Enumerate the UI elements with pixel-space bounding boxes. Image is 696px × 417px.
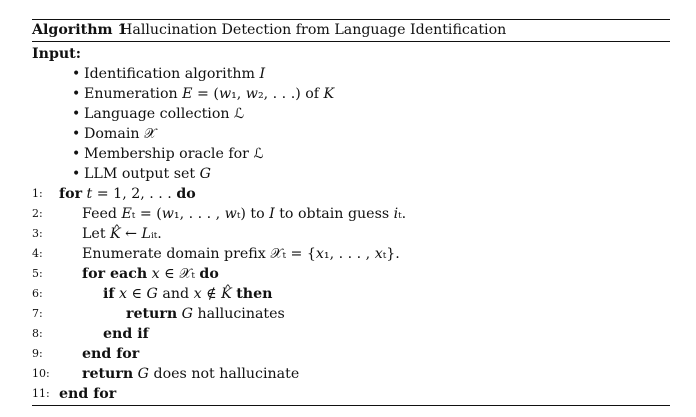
keyword: end if (103, 326, 149, 342)
line-text: Let 𝐾̂ ← 𝐿ᵢₜ. (82, 226, 162, 242)
line-text: Enumerate domain prefix 𝒳ₜ = {𝑥₁, . . . … (82, 246, 400, 262)
keyword: do (199, 266, 219, 282)
keyword: for each (82, 266, 148, 282)
line-text: Feed 𝐸ₜ = (𝑤₁, . . . , 𝑤ₜ) to 𝐼 to obtai… (82, 206, 407, 222)
top-rule (32, 19, 670, 20)
line-number: 5: (32, 267, 43, 280)
caption-rule (32, 41, 670, 42)
line-number: 9: (32, 347, 43, 360)
bullet-icon: • (72, 146, 81, 162)
algorithm-line: 4: Enumerate domain prefix 𝒳ₜ = {𝑥₁, . .… (32, 244, 670, 264)
input-item-text: LLM output set 𝐺 (84, 166, 211, 182)
line-text: 𝑥 ∈ 𝐺 and 𝑥 ∉ 𝐾̂ (114, 286, 237, 302)
algorithm-line: 6: if 𝑥 ∈ 𝐺 and 𝑥 ∉ 𝐾̂ then (32, 284, 670, 304)
bullet-icon: • (72, 66, 81, 82)
input-item-text: Identification algorithm 𝐼 (84, 66, 266, 82)
input-item: • Enumeration 𝐸 = (𝑤₁, 𝑤₂, . . .) of 𝐾 (32, 84, 670, 104)
input-item: • Language collection ℒ (32, 104, 670, 124)
bullet-icon: • (72, 126, 81, 142)
algorithm-line: 10: return 𝐺 does not hallucinate (32, 364, 670, 384)
bottom-rule (32, 405, 670, 406)
line-number: 7: (32, 307, 43, 320)
line-text: 𝑡 = 1, 2, . . . (82, 186, 177, 202)
bullet-icon: • (72, 166, 81, 182)
algorithm-line: 5: for each 𝑥 ∈ 𝒳ₜ do (32, 264, 670, 284)
input-item: • Domain 𝒳 (32, 124, 670, 144)
line-number: 11: (32, 387, 50, 400)
keyword: return (82, 366, 134, 382)
input-item-text: Domain 𝒳 (84, 126, 157, 142)
algorithm-title: Hallucination Detection from Language Id… (120, 22, 507, 38)
keyword: then (236, 286, 273, 302)
input-item-text: Enumeration 𝐸 = (𝑤₁, 𝑤₂, . . .) of 𝐾 (84, 86, 335, 102)
bullet-icon: • (72, 86, 81, 102)
input-item: • LLM output set 𝐺 (32, 164, 670, 184)
algorithm-line: 7: return 𝐺 hallucinates (32, 304, 670, 324)
input-item: • Membership oracle for ℒ (32, 144, 670, 164)
algorithm-line: 8: end if (32, 324, 670, 344)
keyword: end for (59, 386, 117, 402)
line-text: 𝐺 does not hallucinate (133, 366, 300, 382)
algorithm-line: 9: end for (32, 344, 670, 364)
algorithm-line: 11: end for (32, 384, 670, 404)
algorithm-line: 1: for 𝑡 = 1, 2, . . . do (32, 184, 670, 204)
line-number: 4: (32, 247, 43, 260)
line-number: 1: (32, 187, 43, 200)
line-text: 𝑥 ∈ 𝒳ₜ (147, 266, 200, 282)
input-item: • Identification algorithm 𝐼 (32, 64, 670, 84)
line-number: 3: (32, 227, 43, 240)
algorithm-label: Algorithm 1 (32, 22, 128, 38)
line-number: 2: (32, 207, 43, 220)
input-item-text: Language collection ℒ (84, 106, 245, 122)
input-label: Input: (32, 46, 81, 62)
input-item-text: Membership oracle for ℒ (84, 146, 264, 162)
line-number: 6: (32, 287, 43, 300)
line-number: 10: (32, 367, 50, 380)
algorithm-line: 2: Feed 𝐸ₜ = (𝑤₁, . . . , 𝑤ₜ) to 𝐼 to ob… (32, 204, 670, 224)
line-text: 𝐺 hallucinates (177, 306, 285, 322)
algorithm-caption: Algorithm 1 Hallucination Detection from… (32, 20, 670, 40)
bullet-icon: • (72, 106, 81, 122)
line-number: 8: (32, 327, 43, 340)
keyword: return (126, 306, 178, 322)
keyword: for (59, 186, 83, 202)
keyword: do (176, 186, 196, 202)
input-heading: Input: (32, 44, 670, 64)
keyword: end for (82, 346, 140, 362)
algorithm-line: 3: Let 𝐾̂ ← 𝐿ᵢₜ. (32, 224, 670, 244)
keyword: if (103, 286, 115, 302)
